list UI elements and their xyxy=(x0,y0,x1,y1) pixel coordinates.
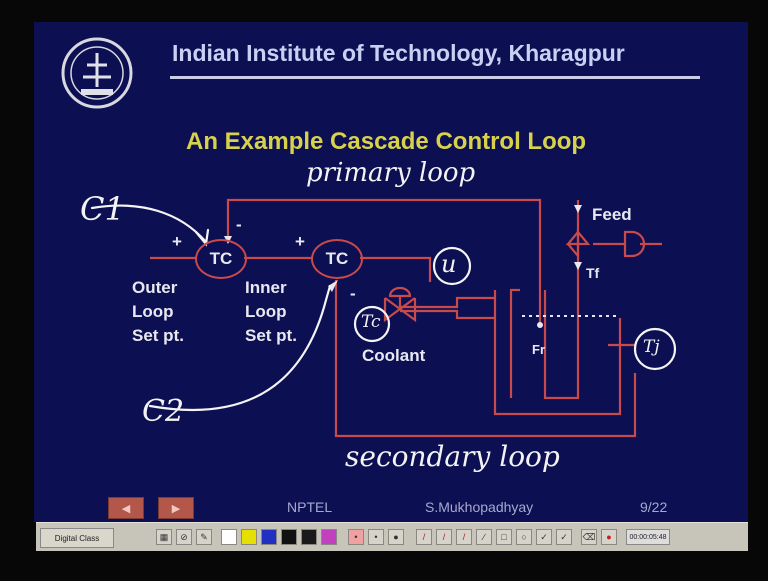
tool-icon-2[interactable]: ⊘ xyxy=(176,529,192,545)
iit-logo-icon xyxy=(61,37,133,109)
tc-handwritten-label: Tc xyxy=(361,312,381,332)
color-yellow-icon[interactable] xyxy=(241,529,257,545)
pen-red-3-icon[interactable]: / xyxy=(456,529,472,545)
inner-label-line1: Inner xyxy=(245,278,287,297)
tj-handwritten-label: Tj xyxy=(643,337,660,357)
pen-red-2-icon[interactable]: / xyxy=(436,529,452,545)
slide-title: An Example Cascade Control Loop xyxy=(186,128,587,155)
primary-loop-label: primary loop xyxy=(306,158,476,188)
pen-size-icon[interactable]: • xyxy=(348,529,364,545)
footer-page-number: 9/22 xyxy=(640,499,668,515)
c1-label: C1 xyxy=(80,190,125,228)
color-magenta-icon[interactable] xyxy=(321,529,337,545)
ellipse-tool-icon[interactable]: ○ xyxy=(516,529,532,545)
color-dark-icon[interactable] xyxy=(301,529,317,545)
plus-sign-1: + xyxy=(172,232,182,251)
pen-dot-small-icon[interactable]: • xyxy=(368,529,384,545)
tool-icon-1[interactable]: ▦ xyxy=(156,529,172,545)
start-button[interactable]: Digital Class xyxy=(40,528,114,548)
fr-label: Fr xyxy=(532,342,545,357)
primary-loop-line xyxy=(226,198,542,325)
tj-circle xyxy=(633,327,677,371)
rect-tool-icon[interactable]: □ xyxy=(496,529,512,545)
tc-circle xyxy=(353,305,391,343)
c2-label: C2 xyxy=(142,394,185,429)
drawing-toolbar: Digital Class ▦ ⊘ ✎ • • ● / / / ∕ □ ○ ✓ … xyxy=(36,522,748,551)
tool-icon-3[interactable]: ✎ xyxy=(196,529,212,545)
check-tool-icon[interactable]: ✓ xyxy=(536,529,552,545)
inner-label-line2: Loop xyxy=(245,302,287,321)
tf-label: Tf xyxy=(586,265,600,281)
outer-label-line2: Loop xyxy=(132,302,174,321)
line-tool-icon[interactable]: ∕ xyxy=(476,529,492,545)
pen-dot-large-icon[interactable]: ● xyxy=(388,529,404,545)
institute-title: Indian Institute of Technology, Kharagpu… xyxy=(172,40,625,66)
color-black-icon[interactable] xyxy=(281,529,297,545)
feed-label: Feed xyxy=(592,205,632,224)
next-slide-button[interactable]: ▶ xyxy=(158,497,194,519)
c2-arrow xyxy=(148,284,332,412)
footer-nptel: NPTEL xyxy=(287,499,333,515)
color-blue-icon[interactable] xyxy=(261,529,277,545)
secondary-controller: TC xyxy=(311,239,363,279)
prev-slide-button[interactable]: ◀ xyxy=(108,497,144,519)
eraser-icon[interactable]: ⌫ xyxy=(581,529,597,545)
minus-sign-1: - xyxy=(236,215,242,234)
secondary-loop-label: secondary loop xyxy=(345,440,560,473)
outer-label-line3: Set pt. xyxy=(132,326,184,345)
record-icon[interactable]: ● xyxy=(601,529,617,545)
color-white-icon[interactable] xyxy=(221,529,237,545)
institute-logo xyxy=(56,38,140,122)
pen-red-icon[interactable]: / xyxy=(416,529,432,545)
u-circle xyxy=(432,246,472,286)
plus-sign-2: + xyxy=(295,232,305,251)
check-2-tool-icon[interactable]: ✓ xyxy=(556,529,572,545)
outer-label-line1: Outer xyxy=(132,278,178,297)
footer-author: S.Mukhopadhyay xyxy=(425,499,534,515)
minus-sign-2: - xyxy=(350,284,356,303)
inner-label-line3: Set pt. xyxy=(245,326,297,345)
u-label: u xyxy=(441,250,457,278)
header-divider xyxy=(170,76,700,79)
lecture-slide xyxy=(34,22,748,522)
primary-controller: TC xyxy=(195,239,247,279)
coolant-label: Coolant xyxy=(362,346,426,365)
clock-display: 00:00:05:48 xyxy=(626,529,670,545)
